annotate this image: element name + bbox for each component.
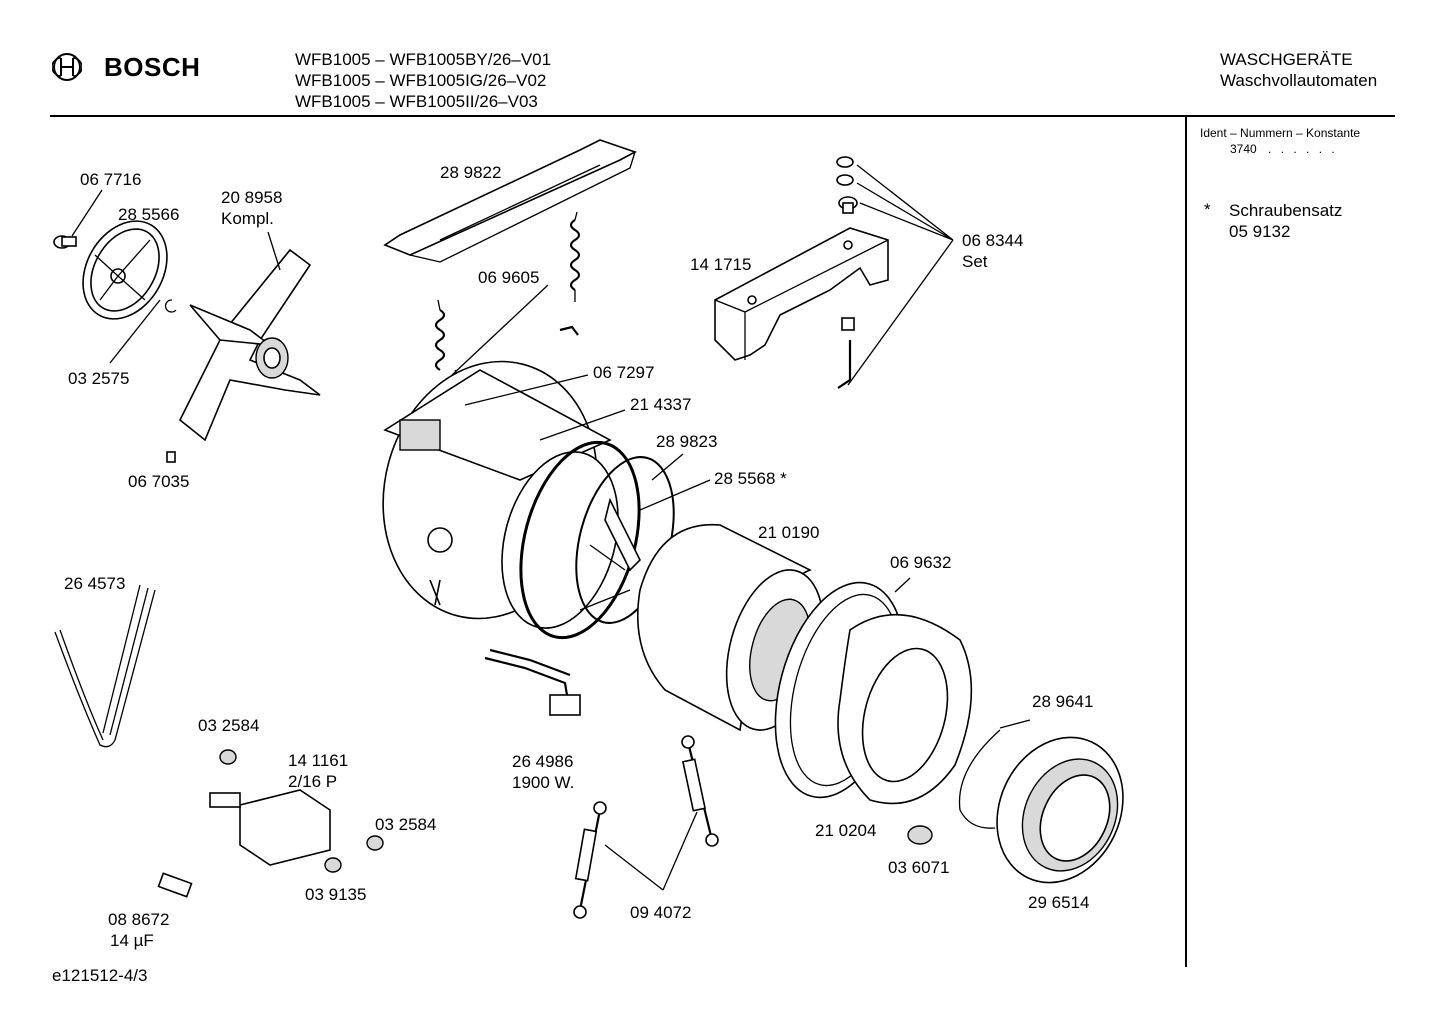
part-label: Set [962,252,988,271]
ident-block: Ident – Nummern – Konstante 3740 . . . .… [1200,125,1360,157]
model-line: WFB1005 – WFB1005IG/26–V02 [295,71,547,90]
part-label: 20 8958 [221,188,282,207]
outer-tub-rear [382,360,619,629]
category-subtitle: Waschvollautomaten [1220,71,1378,90]
note-title: Schraubensatz [1229,201,1343,220]
part-label: 26 4986 [512,752,573,771]
part-label: 29 6514 [1028,893,1089,912]
hex-nut [907,825,933,845]
ident-dots: . . . . . . [1268,142,1338,156]
part-label: 09 4072 [630,903,691,922]
part-label: 28 5568 * [714,469,787,488]
part-label: 14 1161 [288,751,348,770]
heating-element [484,648,581,716]
part-label: 21 0204 [815,821,876,840]
part-label: 26 4573 [64,574,125,593]
ident-value: 3740 [1230,142,1257,156]
front-tub [774,581,973,805]
part-label: 06 8344 [962,231,1023,250]
category-block: WASCHGERÄTE Waschvollautomaten [1220,49,1377,91]
part-label: 28 9823 [656,432,717,451]
counterweight-block [714,227,889,389]
door-bellows [958,729,1124,884]
leader-lines [71,164,1031,891]
bosch-armature-logo-icon [52,53,82,81]
note-number: 05 9132 [1229,222,1291,241]
part-label: 06 9632 [890,553,951,572]
shock-absorbers [573,735,719,919]
part-label: 14 µF [110,931,154,950]
part-label: 08 8672 [108,910,169,929]
model-list: WFB1005 – WFB1005BY/26–V01 WFB1005 – WFB… [295,49,551,112]
part-label: 28 9822 [440,163,501,182]
part-label: Kompl. [221,209,274,228]
ident-row: 3740 . . . . . . [1200,141,1360,157]
part-label: 06 7716 [80,170,141,189]
drive-belt [54,584,156,748]
part-label: 03 9135 [305,885,366,904]
brand-name: BOSCH [104,52,201,82]
part-label: 28 9641 [1032,692,1093,711]
top-bracket [383,139,637,263]
drum-pulley [53,220,177,320]
part-label: 2/16 P [288,772,337,791]
header-divider [50,115,1395,117]
model-line: WFB1005 – WFB1005BY/26–V01 [295,50,552,69]
part-label: 14 1715 [690,255,751,274]
drawing-code: e121512-4/3 [52,966,148,985]
nut-washer-set [836,156,858,214]
part-label: 06 7297 [593,363,654,382]
part-label: 03 6071 [888,858,949,877]
sidebar-divider [1185,117,1187,967]
part-label: 06 7035 [128,472,189,491]
part-label: 06 9605 [478,268,539,287]
category-title: WASCHGERÄTE [1220,50,1353,69]
inner-drum [637,523,825,732]
drive-motor [157,749,384,898]
part-label: 03 2584 [198,716,259,735]
part-label: 21 0190 [758,523,819,542]
part-label: 21 4337 [630,395,691,414]
part-label: 03 2584 [375,815,436,834]
note-block: Schraubensatz 05 9132 [1229,200,1342,242]
part-label: 1900 W. [512,773,574,792]
model-line: WFB1005 – WFB1005II/26–V03 [295,92,538,111]
note-marker: * [1204,200,1211,219]
part-label: 28 5566 [118,205,179,224]
drum-cross-spider [166,248,321,463]
ident-title: Ident – Nummern – Konstante [1200,126,1361,140]
part-label: 03 2575 [68,369,129,388]
